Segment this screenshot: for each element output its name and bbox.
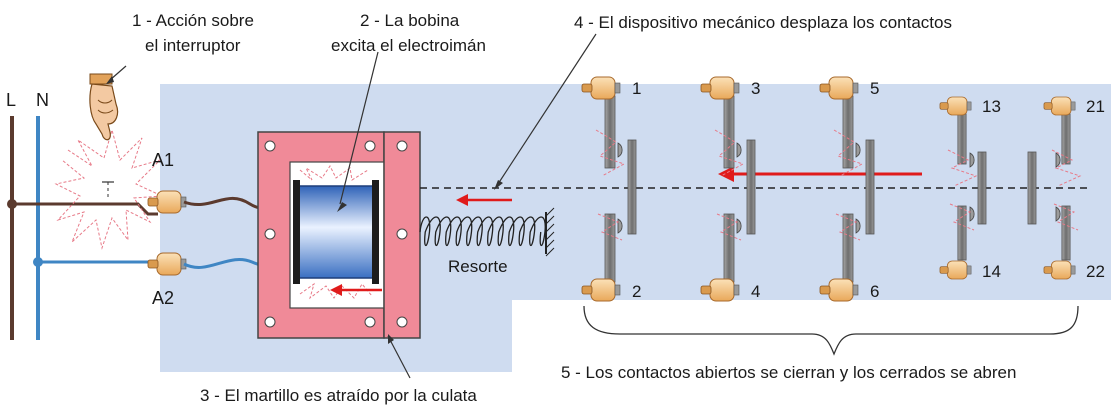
contact-pad — [1055, 152, 1061, 168]
pointing-hand-icon — [89, 73, 119, 141]
coil-bobbin — [293, 165, 379, 300]
fixed-contact-bottom — [1061, 205, 1071, 261]
contact-number-bottom: 6 — [870, 282, 879, 301]
contact-spark-icon — [716, 213, 742, 241]
contact-pair-2: 34 — [700, 76, 760, 302]
contact-pair-1: 12 — [581, 76, 641, 302]
step3-label: 3 - El martillo es atraído por la culata — [200, 386, 477, 405]
contact-spark-icon — [947, 149, 978, 187]
fixed-contact-top — [604, 95, 616, 169]
neutral-label: N — [36, 90, 49, 110]
contact-pad — [617, 142, 623, 158]
contact-pair-3: 56 — [819, 76, 879, 302]
contact-number-bottom: 22 — [1086, 262, 1105, 281]
contact-pair-4: 13 14 — [939, 96, 1001, 281]
supply-lines: L N — [6, 90, 158, 340]
fixed-contact-bottom — [842, 213, 854, 283]
contact-number-top: 5 — [870, 79, 879, 98]
contact-number-top: 3 — [751, 79, 760, 98]
contact-spark-icon — [833, 129, 864, 177]
contact-pad — [736, 218, 742, 234]
spring-icon — [419, 207, 555, 257]
step4-label: 4 - El dispositivo mecánico desplaza los… — [574, 13, 952, 32]
terminal-a1-label: A1 — [152, 150, 174, 170]
terminal-a2-label: A2 — [152, 288, 174, 308]
fixed-contact-top — [723, 95, 735, 169]
contact-number-bottom: 2 — [632, 282, 641, 301]
contact-spark-icon — [714, 129, 745, 177]
contact-spark-icon — [595, 129, 626, 177]
switch-spark-icon — [54, 128, 163, 250]
step2-label-line2: excita el electroimán — [331, 36, 486, 55]
spring-label: Resorte — [448, 257, 508, 276]
step1-label-line1: 1 - Acción sobre — [132, 11, 254, 30]
contact-pad — [855, 218, 861, 234]
fixed-contact-top — [842, 95, 854, 169]
contact-spark-icon — [1051, 149, 1082, 187]
step3-leader — [387, 335, 411, 379]
step4-leader — [497, 33, 597, 185]
moving-contact-bridge — [746, 139, 756, 235]
fixed-contact-bottom — [957, 205, 967, 261]
moving-contact-bridge — [627, 139, 637, 235]
fixed-contact-bottom — [604, 213, 616, 283]
contact-pad — [736, 142, 742, 158]
step2-label-line1: 2 - La bobina — [360, 11, 460, 30]
contact-number-top: 1 — [632, 79, 641, 98]
step1-leader — [109, 65, 127, 81]
contact-spark-icon — [597, 213, 623, 241]
contact-pad — [1055, 206, 1061, 222]
contact-pad — [969, 206, 975, 222]
contact-spark-icon — [835, 213, 861, 241]
contact-spark-icon — [1053, 203, 1079, 231]
step5-label: 5 - Los contactos abiertos se cierran y … — [561, 363, 1016, 382]
moving-contact-bridge — [1027, 151, 1037, 225]
contact-number-bottom: 4 — [751, 282, 760, 301]
step2-leader — [339, 51, 379, 205]
moving-contact-bridge — [977, 151, 987, 225]
moving-contact-bridge — [865, 139, 875, 235]
contacts-brace — [583, 305, 1079, 356]
contact-pair-5: 21 22 — [1027, 96, 1105, 281]
step1-label-line2: el interruptor — [145, 36, 241, 55]
contact-pad — [855, 142, 861, 158]
contact-number-bottom: 14 — [982, 262, 1001, 281]
line-label: L — [6, 90, 16, 110]
contact-spark-icon — [949, 203, 975, 231]
contact-number-top: 13 — [982, 97, 1001, 116]
contact-pad — [969, 152, 975, 168]
fixed-contact-bottom — [723, 213, 735, 283]
contact-number-top: 21 — [1086, 97, 1105, 116]
contact-pad — [617, 218, 623, 234]
